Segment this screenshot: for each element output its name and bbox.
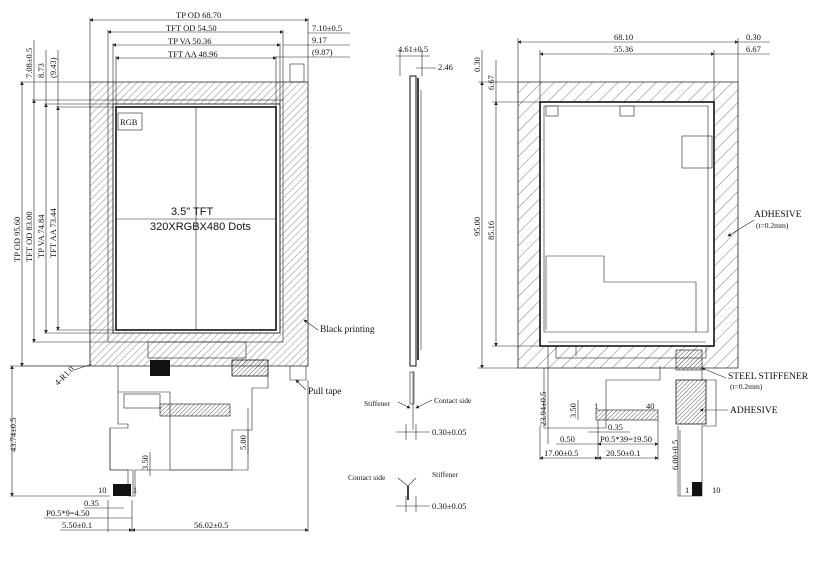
- fpc-pin10: 10: [98, 485, 107, 495]
- back-adhesive-frame: [517, 81, 739, 369]
- dim-0-35-back: 0.35: [608, 422, 623, 432]
- dim-5-50: 5.50±0.1: [62, 520, 92, 530]
- dim-0-30-left: 0.30: [472, 57, 482, 72]
- note-radius: 4-R1.0: [52, 364, 76, 388]
- dim-tft-od-v: TFT OD 83.00: [24, 211, 34, 262]
- callout-pull-tape: Pull tape: [308, 387, 342, 397]
- callout-adhesive-2: ADHESIVE: [730, 406, 778, 416]
- dim-0-30-top: 0.30: [746, 32, 761, 42]
- label-stiffener-2: Stiffener: [432, 470, 459, 479]
- callout-steel-stiffener-sub: (t=0.2mm): [730, 382, 763, 391]
- dim-0-30-a: 0.30±0.05: [432, 427, 466, 437]
- callout-adhesive-1-sub: (t=0.2mm): [756, 221, 789, 230]
- dim-right-1: 7.10±0.5: [312, 23, 342, 33]
- side-view: 4.61±0.5 2.46 Stiffener Contact side 0.3…: [348, 44, 472, 512]
- back-pin10b: 10: [712, 485, 721, 495]
- dim-tp-od-v: TP OD 95.60: [12, 217, 22, 262]
- back-pin1: 1: [594, 401, 598, 411]
- front-view: RGB 3.5" TFT 320XRGBX480 Dots 10 1 TP OD…: [8, 10, 375, 532]
- dim-tp-od: TP OD 68.70: [176, 10, 221, 20]
- dim-left-1: 7.08±0.5: [24, 48, 34, 78]
- dim-left-3: (9.43): [48, 57, 58, 78]
- dim-6-00: 6.00±0.5: [670, 440, 680, 470]
- dim-23-94: 23.94±0.5: [538, 392, 548, 426]
- back-view: 1 40 1 10 68.10 55.36 0.30 6.67 95.00 85…: [472, 32, 809, 497]
- front-fpc: [109, 366, 269, 495]
- dim-fpc-height: 43.74±0.5: [8, 418, 18, 452]
- dim-55-36: 55.36: [614, 44, 633, 54]
- rgb-label: RGB: [120, 117, 138, 127]
- dim-3-50: 3.50: [140, 455, 150, 470]
- pull-tape: [289, 63, 305, 83]
- dim-6-67-top: 6.67: [746, 44, 761, 54]
- dim-pitch: P0.5*9=4.50: [46, 508, 90, 518]
- label-contact-2: Contact side: [348, 473, 386, 482]
- dim-0-30-b: 0.30±0.05: [432, 501, 466, 511]
- label-stiffener-1: Stiffener: [364, 399, 391, 408]
- display-title: 3.5" TFT: [171, 206, 213, 218]
- dim-95-00: 95.00: [472, 217, 482, 236]
- dim-2-46: 2.46: [438, 62, 453, 72]
- dim-tft-aa: TFT AA 48.96: [168, 49, 218, 59]
- dim-6-67-left: 6.67: [486, 75, 496, 90]
- dim-tft-od: TFT OD 54.50: [166, 23, 217, 33]
- dim-left-2: 8.73: [36, 63, 46, 78]
- dim-0-50-back: 0.50: [560, 434, 575, 444]
- dim-tft-aa-v: TFT AA 73.44: [48, 208, 58, 258]
- dim-68-10: 68.10: [614, 32, 633, 42]
- dim-tp-va-v: TP VA 74.84: [36, 214, 46, 258]
- dim-right-3: (9.87): [312, 47, 333, 57]
- callout-adhesive-1: ADHESIVE: [754, 210, 802, 220]
- display-resolution: 320XRGBX480 Dots: [150, 221, 251, 233]
- dim-0-35: 0.35: [84, 498, 99, 508]
- steel-stiffener: [675, 379, 707, 425]
- side-profile: [409, 75, 417, 367]
- dim-3-50-back: 3.50: [568, 403, 578, 418]
- back-pin1b: 1: [685, 485, 689, 495]
- dim-17-00: 17.00±0.5: [544, 448, 578, 458]
- callout-steel-stiffener: STEEL STIFFENER: [728, 372, 809, 382]
- back-pin40: 40: [646, 401, 655, 411]
- dim-right-2: 9.17: [312, 35, 327, 45]
- dim-pitch-back: P0.5*39=19.50: [600, 434, 652, 444]
- dim-20-50: 20.50±0.1: [606, 448, 640, 458]
- label-contact-1: Contact side: [434, 396, 472, 405]
- fpc-pin1: 1: [133, 485, 137, 495]
- callout-black-printing: Black printing: [320, 325, 375, 335]
- back-fpc-upper: [555, 345, 707, 359]
- dim-85-16: 85.16: [486, 221, 496, 240]
- dim-4-61: 4.61±0.5: [398, 44, 428, 54]
- dim-tp-va: TP VA 50.36: [168, 36, 212, 46]
- dim-5-00: 5.00: [238, 435, 248, 450]
- dim-56-02: 56.02±0.5: [194, 520, 228, 530]
